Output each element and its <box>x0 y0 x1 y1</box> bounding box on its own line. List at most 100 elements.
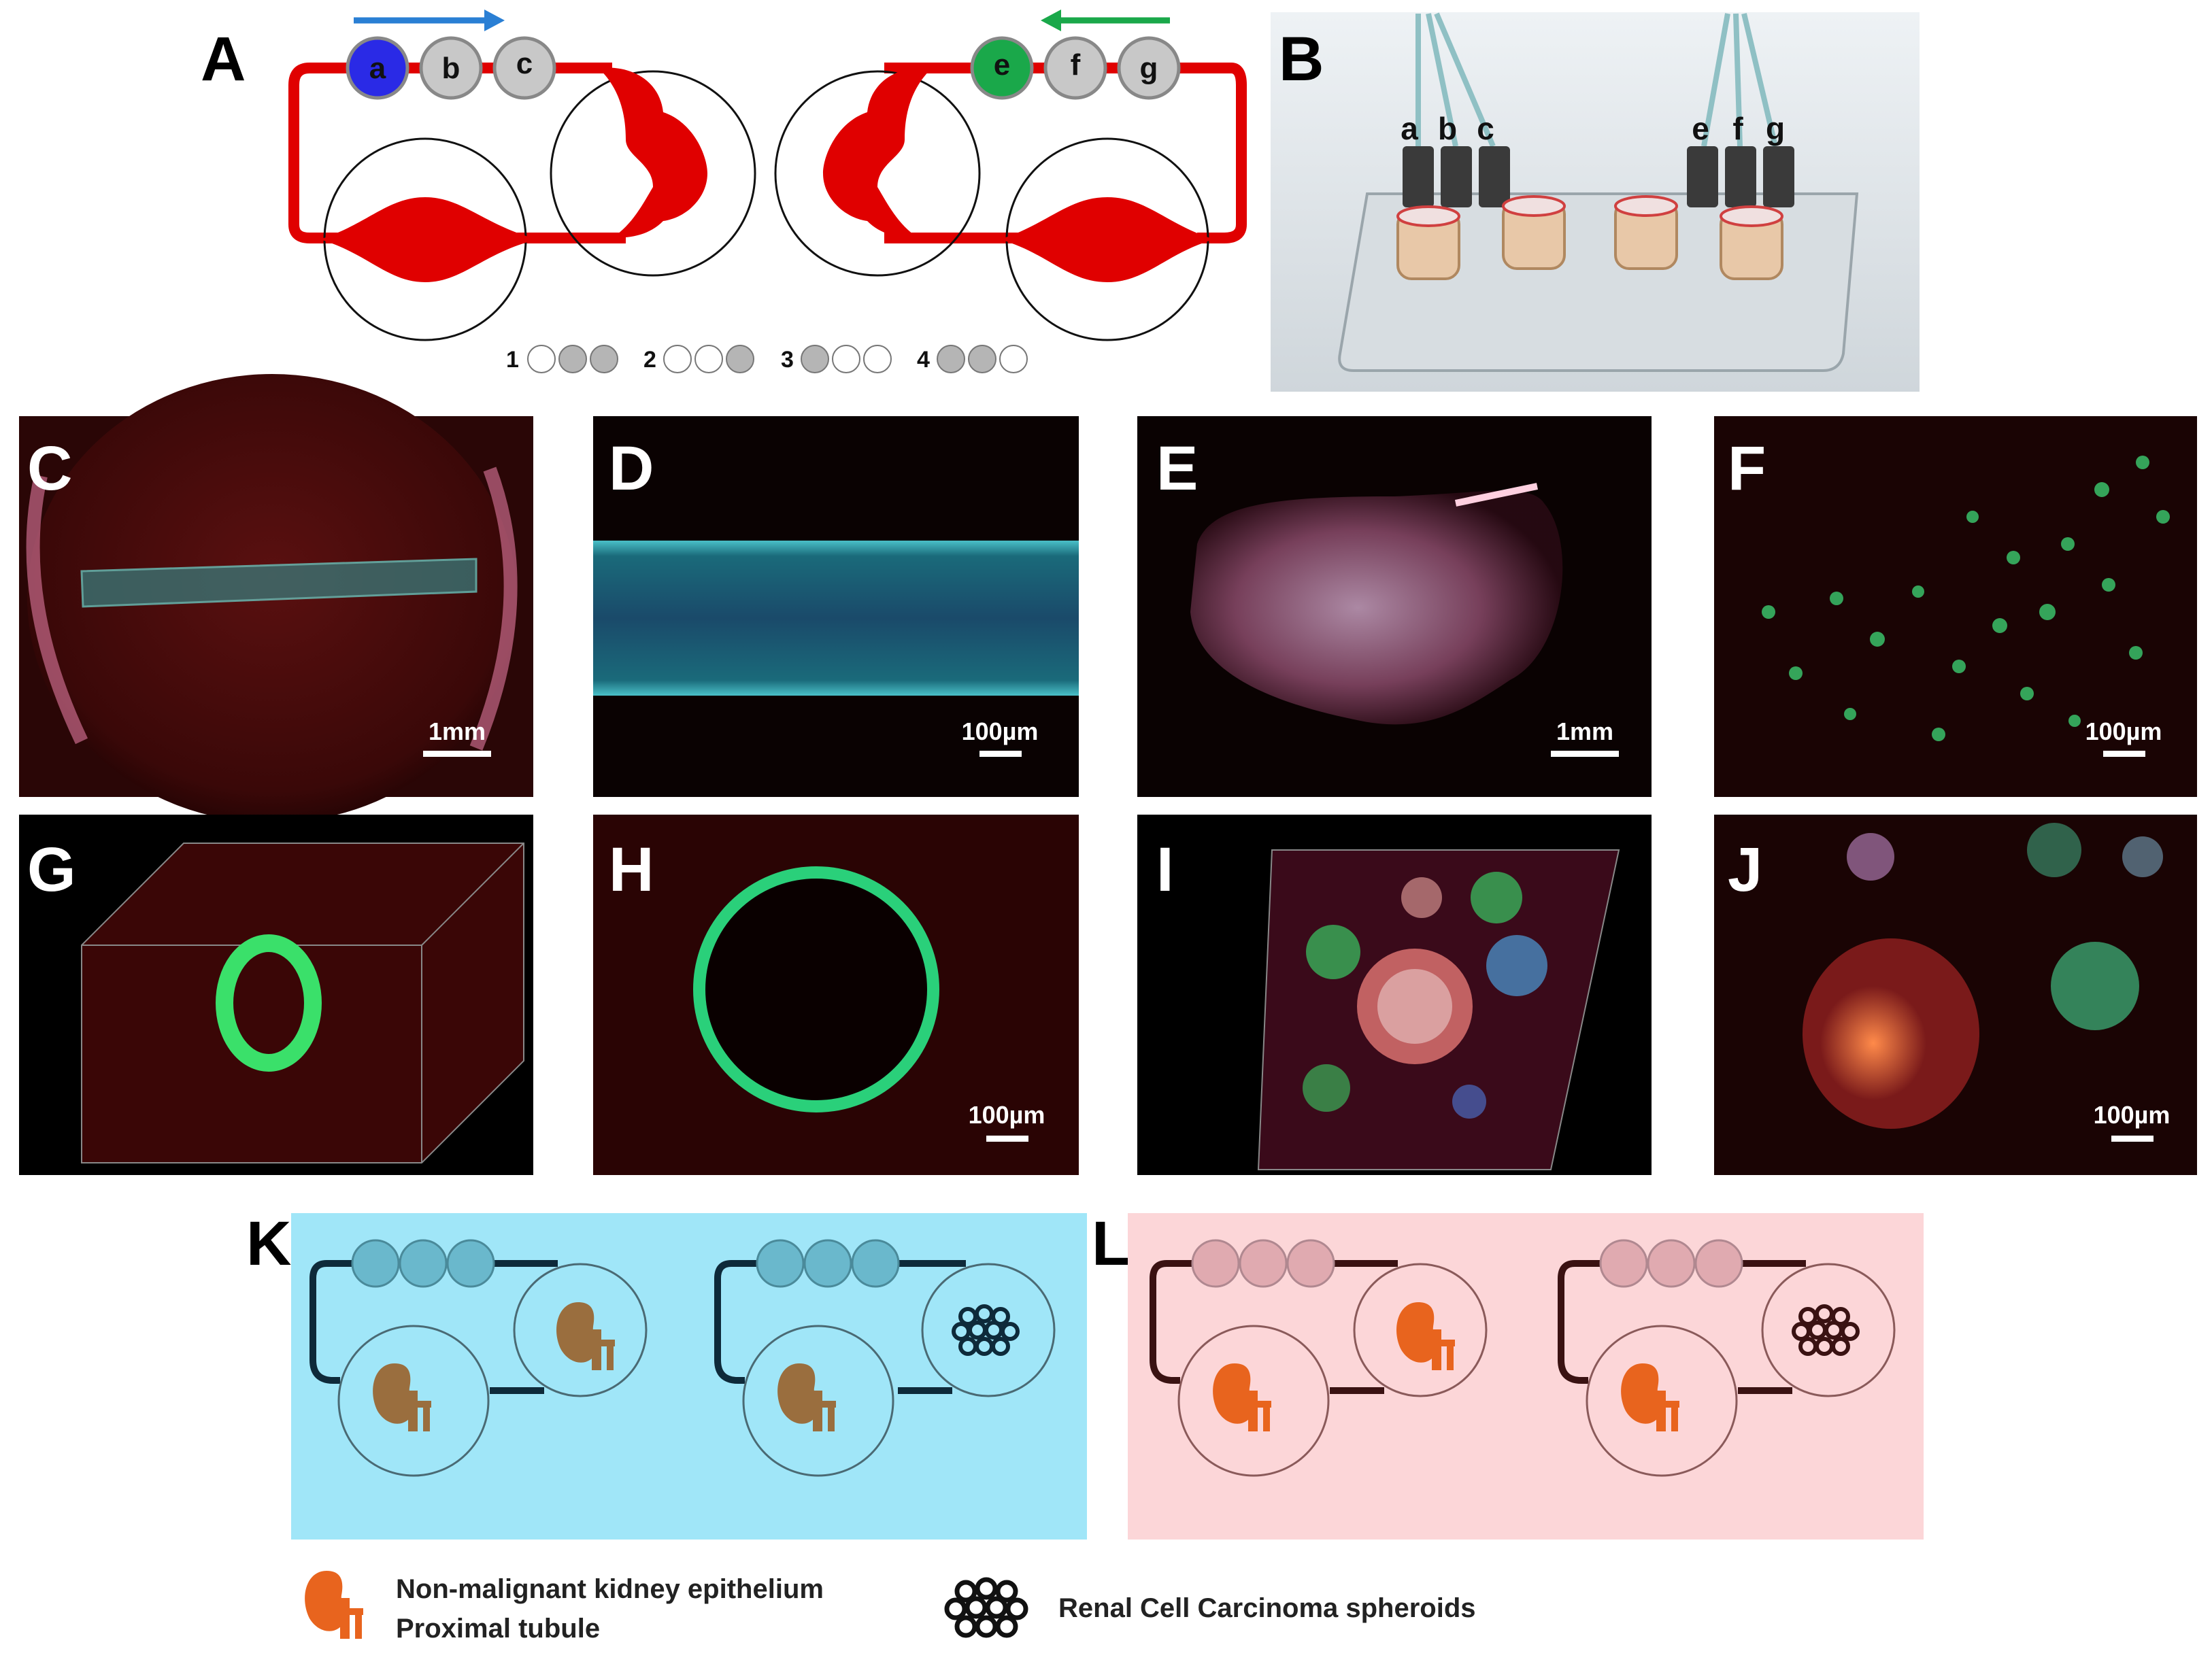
sequence-4-state-2 <box>968 345 996 373</box>
panel-h: H 100µm <box>593 815 1079 1175</box>
panel-label-d: D <box>609 434 654 503</box>
sequence-number-4: 4 <box>917 347 930 373</box>
sequence-3-state-1 <box>801 345 829 373</box>
pump-e-circle <box>970 36 1034 100</box>
sequence-2-state-1 <box>663 345 692 373</box>
arrow-head-right-icon <box>484 10 505 31</box>
pump-label-e: e <box>994 48 1010 82</box>
scale-bar-h <box>986 1136 1028 1142</box>
pump-f-circle <box>1043 36 1107 100</box>
chamber-right-top <box>823 67 932 239</box>
spheroids-i <box>1303 872 1547 1119</box>
panel-b: B <box>1271 12 1920 392</box>
pump-label-b: b <box>442 52 460 85</box>
channel-left <box>288 63 347 243</box>
channel-right <box>1197 63 1247 243</box>
scale-bar-j <box>2111 1136 2154 1142</box>
arrow-head-left-icon <box>1041 10 1061 31</box>
tubing <box>1415 12 1778 148</box>
tissue-e <box>1190 490 1563 725</box>
photo-label-g: g <box>1766 111 1785 146</box>
panel-l: L <box>1092 1209 1924 1540</box>
pump-label-a: a <box>369 52 386 85</box>
culture-wells <box>1396 195 1783 280</box>
cell-dots-f <box>1762 456 2170 741</box>
tubule-c <box>80 558 477 608</box>
chamber-left-top <box>599 67 707 239</box>
scale-label-j: 100µm <box>2094 1101 2171 1129</box>
chamber-left-bottom <box>320 197 537 282</box>
panel-label-h: H <box>609 835 654 904</box>
panel-label-g: G <box>27 835 76 904</box>
legend: Non-malignant kidney epithelium Proximal… <box>305 1571 1476 1644</box>
pump-c-circle <box>492 36 556 100</box>
legend-kidney-line-2: Proximal tubule <box>396 1614 600 1644</box>
panel-label-e: E <box>1156 434 1198 503</box>
photo-label-a: a <box>1401 111 1418 146</box>
panel-i: I <box>1137 815 1652 1175</box>
pump-a-circle <box>346 36 409 100</box>
well-circle-right-top <box>774 70 981 277</box>
panel-label-i: I <box>1156 835 1174 904</box>
panel-k-circuit-2 <box>714 1239 1056 1477</box>
tubule-d <box>593 541 1079 696</box>
sequence-1-state-2 <box>558 345 587 373</box>
scale-label-c: 1mm <box>429 717 486 745</box>
panel-l-circuit-2 <box>1558 1239 1896 1477</box>
panel-e: E 1mm <box>1137 416 1652 797</box>
panel-label-l: L <box>1092 1209 1130 1278</box>
panel-a-right-circuit: e f g <box>774 10 1247 341</box>
panel-k: K <box>246 1209 1087 1540</box>
panel-label-c: C <box>27 434 72 503</box>
sequence-2-state-3 <box>726 345 754 373</box>
scale-bar-d <box>979 751 1022 757</box>
sequence-number-1: 1 <box>506 347 519 373</box>
scale-label-d: 100µm <box>962 717 1039 745</box>
sequence-2-state-2 <box>694 345 723 373</box>
panel-a-left-circuit: a b c <box>288 10 756 341</box>
spheroid-j-main <box>1803 938 1979 1129</box>
sequence-3-state-2 <box>832 345 860 373</box>
well-circle-left-top <box>550 70 756 277</box>
panel-j: J 100µm <box>1714 815 2197 1175</box>
pump-heads <box>1403 146 1794 207</box>
sequence-4-state-3 <box>999 345 1028 373</box>
pump-label-c: c <box>516 47 533 80</box>
tubule-lumen-h <box>693 866 939 1112</box>
pump-sequence: 1 2 3 4 <box>506 345 1028 373</box>
spheroid-icon <box>1792 1304 1860 1356</box>
photo-label-c: c <box>1477 111 1494 146</box>
sequence-4-state-1 <box>937 345 965 373</box>
scale-bar-c <box>423 751 491 757</box>
panel-f: F 100µm <box>1714 416 2197 797</box>
photo-label-e: e <box>1692 111 1709 146</box>
panel-a: A a b c <box>201 10 1247 373</box>
panel-label-a: A <box>201 24 246 94</box>
spheroid-icon <box>952 1304 1020 1356</box>
legend-kidney-line-1: Non-malignant kidney epithelium <box>396 1574 824 1604</box>
hydrogel-block <box>81 843 524 1163</box>
sequence-1-state-3 <box>590 345 618 373</box>
sequence-number-2: 2 <box>643 347 656 373</box>
photo-label-f: f <box>1732 111 1743 146</box>
panel-d: D 100µm <box>593 416 1079 797</box>
panel-l-circuit-1 <box>1150 1239 1488 1477</box>
legend-spheroid-label: Renal Cell Carcinoma spheroids <box>1058 1593 1476 1623</box>
tubule-cross-section-g <box>216 934 322 1072</box>
scale-label-h: 100µm <box>969 1101 1045 1129</box>
pump-label-g: g <box>1140 52 1158 85</box>
sequence-3-state-3 <box>863 345 892 373</box>
panel-k-circuit-1 <box>309 1239 648 1477</box>
panel-label-b: B <box>1279 24 1324 94</box>
scale-bar-f <box>2103 751 2145 757</box>
scale-bar-e <box>1551 751 1619 757</box>
pump-label-f: f <box>1071 48 1081 82</box>
panel-label-f: F <box>1728 434 1766 503</box>
scale-label-e: 1mm <box>1556 717 1613 745</box>
panel-label-k: K <box>246 1209 291 1278</box>
panel-label-j: J <box>1728 835 1762 904</box>
panel-c: C 1mm <box>19 374 533 823</box>
pump-b-circle <box>419 36 483 100</box>
panel-g: G <box>19 815 533 1175</box>
micrograph-f <box>1714 416 2197 797</box>
